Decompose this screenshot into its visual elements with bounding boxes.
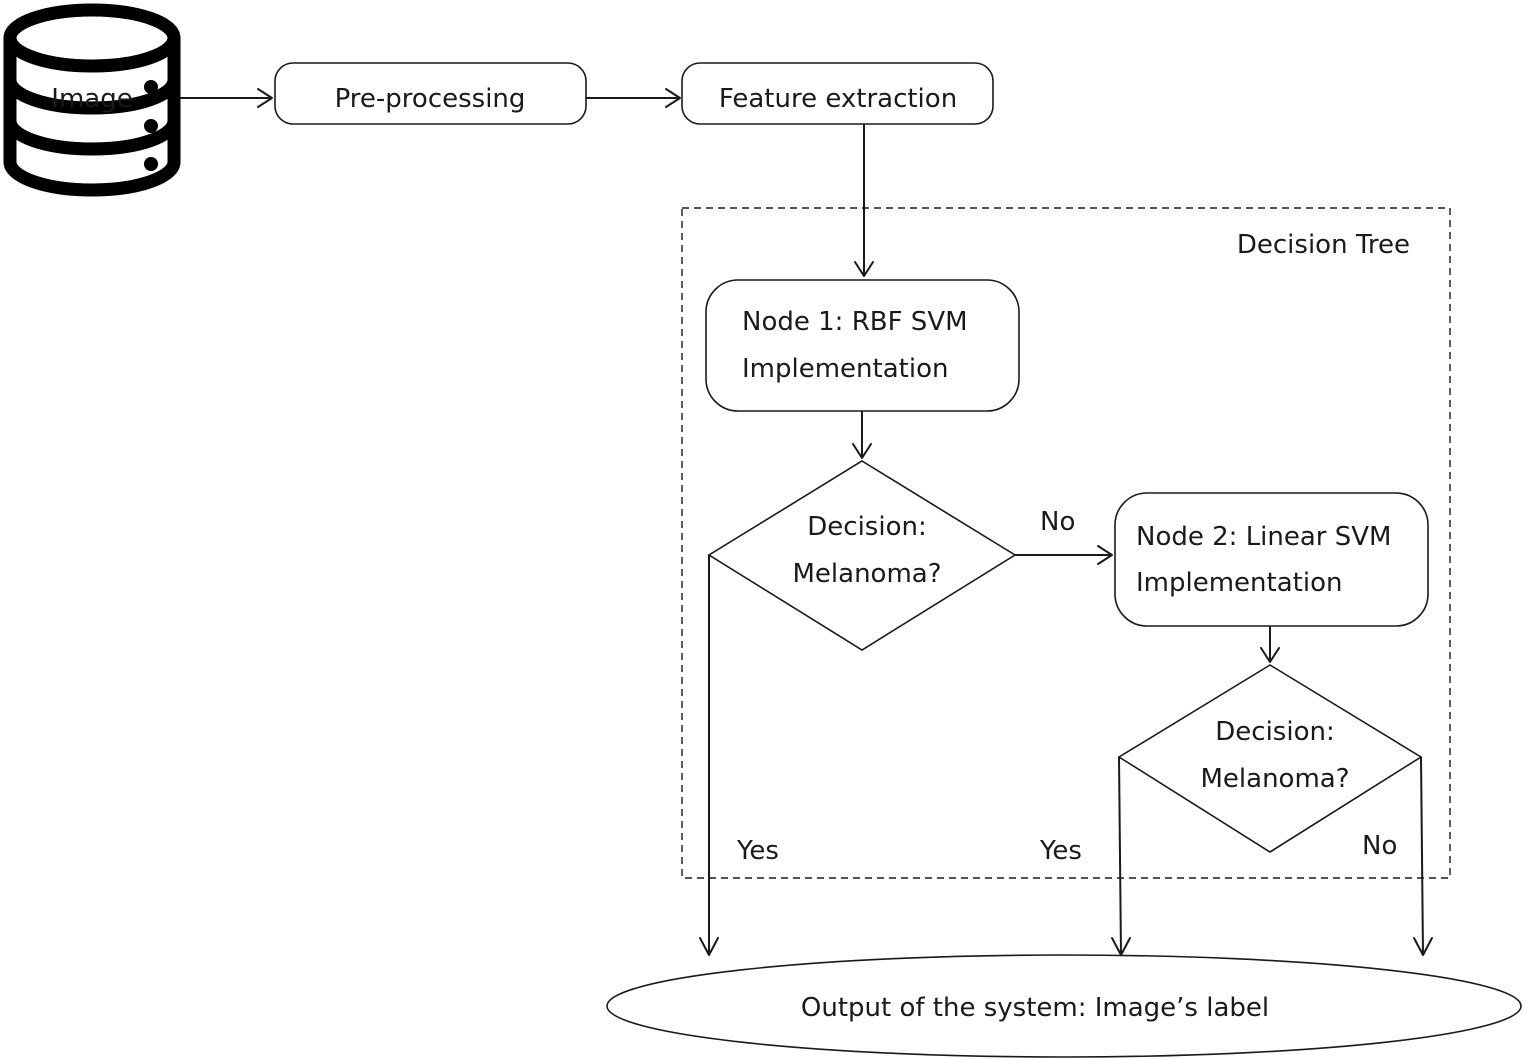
node2-label-line1: Node 2: Linear SVM bbox=[1136, 522, 1391, 552]
decision2-label-line2: Melanoma? bbox=[1200, 764, 1349, 794]
image-input-label: Image bbox=[51, 84, 132, 114]
arrow-preprocessing-to-feature-extraction bbox=[586, 88, 681, 108]
node1-label-line1: Node 1: RBF SVM bbox=[742, 307, 968, 337]
decision1-no-label: No bbox=[1040, 507, 1075, 537]
database-icon bbox=[3, 3, 181, 197]
node2-linear-svm: Node 2: Linear SVM Implementation bbox=[1114, 492, 1429, 627]
node1-label-line2: Implementation bbox=[742, 354, 948, 384]
arrow-decision1-no-to-node2 bbox=[1015, 545, 1113, 565]
feature-extraction-label: Feature extraction bbox=[719, 84, 957, 114]
output-terminal: Output of the system: Image’s label bbox=[606, 954, 1522, 1058]
decision2-label-line1: Decision: bbox=[1215, 717, 1334, 747]
arrow-decision2-no-to-output bbox=[1413, 756, 1433, 956]
decision1-label-line2: Melanoma? bbox=[792, 559, 941, 589]
feature-extraction-step: Feature extraction bbox=[681, 62, 994, 125]
arrow-node1-to-decision1 bbox=[852, 411, 872, 459]
decision-tree-group bbox=[681, 207, 1451, 879]
output-label: Output of the system: Image’s label bbox=[801, 993, 1269, 1023]
arrow-decision2-yes-to-output bbox=[1111, 756, 1131, 956]
arrow-decision1-yes-to-output bbox=[699, 555, 719, 956]
decision1-label-line1: Decision: bbox=[807, 512, 926, 542]
arrow-image-to-preprocessing bbox=[180, 88, 273, 108]
arrow-feature-extraction-to-node1 bbox=[854, 124, 874, 277]
node1-rbf-svm: Node 1: RBF SVM Implementation bbox=[705, 279, 1020, 412]
preprocessing-step: Pre-processing bbox=[274, 62, 587, 125]
decision1-diamond: Decision: Melanoma? bbox=[707, 460, 1017, 651]
decision2-yes-label: Yes bbox=[1039, 836, 1082, 866]
node2-label-line2: Implementation bbox=[1136, 568, 1342, 598]
decision2-diamond: Decision: Melanoma? bbox=[1117, 664, 1423, 853]
decision1-yes-label: Yes bbox=[736, 836, 779, 866]
decision-tree-label: Decision Tree bbox=[1237, 230, 1410, 260]
preprocessing-label: Pre-processing bbox=[335, 84, 526, 114]
decision2-no-label: No bbox=[1362, 831, 1397, 861]
arrow-node2-to-decision2 bbox=[1260, 626, 1280, 663]
